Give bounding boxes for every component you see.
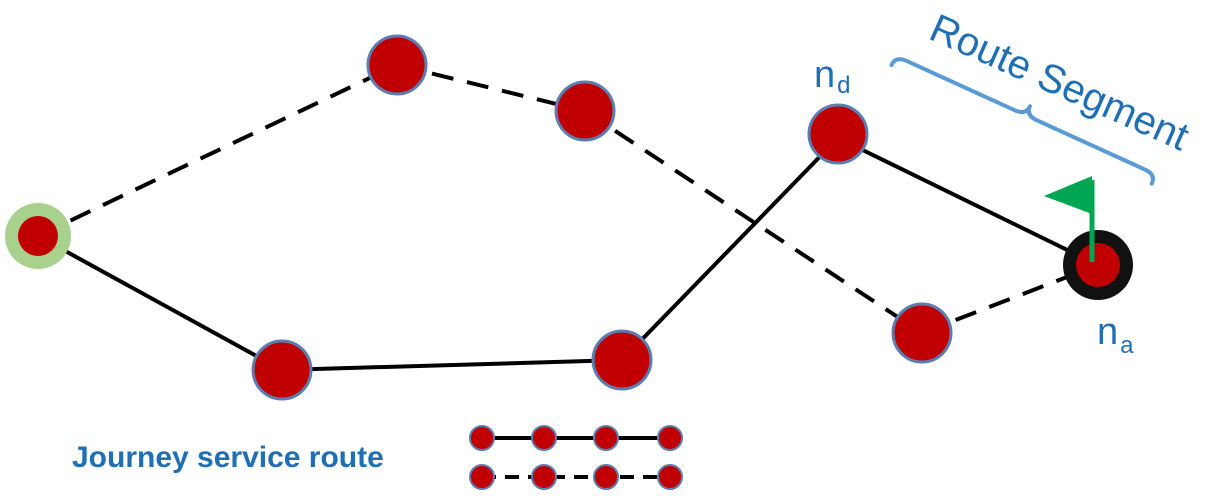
legend-dashed-route: [469, 464, 683, 490]
node-d: [807, 103, 869, 165]
route-segment-label: Route Segment: [923, 6, 1195, 159]
legend-node: [593, 464, 619, 490]
legend-node: [469, 464, 495, 490]
legend-node: [469, 425, 495, 451]
node-a-label-sub: a: [1120, 332, 1134, 359]
route-node: [891, 302, 953, 364]
legend-solid-route: [469, 425, 683, 451]
route-segment-brace: [889, 57, 1155, 186]
node-a-label: na: [1097, 311, 1134, 359]
legend-node: [657, 425, 683, 451]
node-d-label-sub: d: [837, 72, 850, 99]
node-d-label-main: n: [814, 54, 835, 96]
origin-node-core: [18, 216, 58, 256]
legend-node: [531, 425, 557, 451]
route-node: [554, 80, 616, 142]
dashed-route-line: [396, 63, 586, 113]
destination-node: [1063, 230, 1133, 300]
node-d-label: nd: [814, 54, 851, 99]
route-node: [366, 34, 428, 96]
legend-label: Journey service route: [72, 441, 384, 474]
legend-node: [531, 464, 557, 490]
node-a-label-main: n: [1097, 311, 1118, 353]
route-node: [251, 339, 313, 401]
green-flag-icon: [1044, 176, 1095, 262]
legend-node: [657, 464, 683, 490]
origin-node: [5, 203, 71, 269]
legend: Journey service route: [72, 425, 683, 490]
route-node: [591, 329, 653, 391]
destination-node-core: [1076, 243, 1120, 287]
legend-node: [593, 425, 619, 451]
dashed-route-line: [37, 63, 398, 238]
